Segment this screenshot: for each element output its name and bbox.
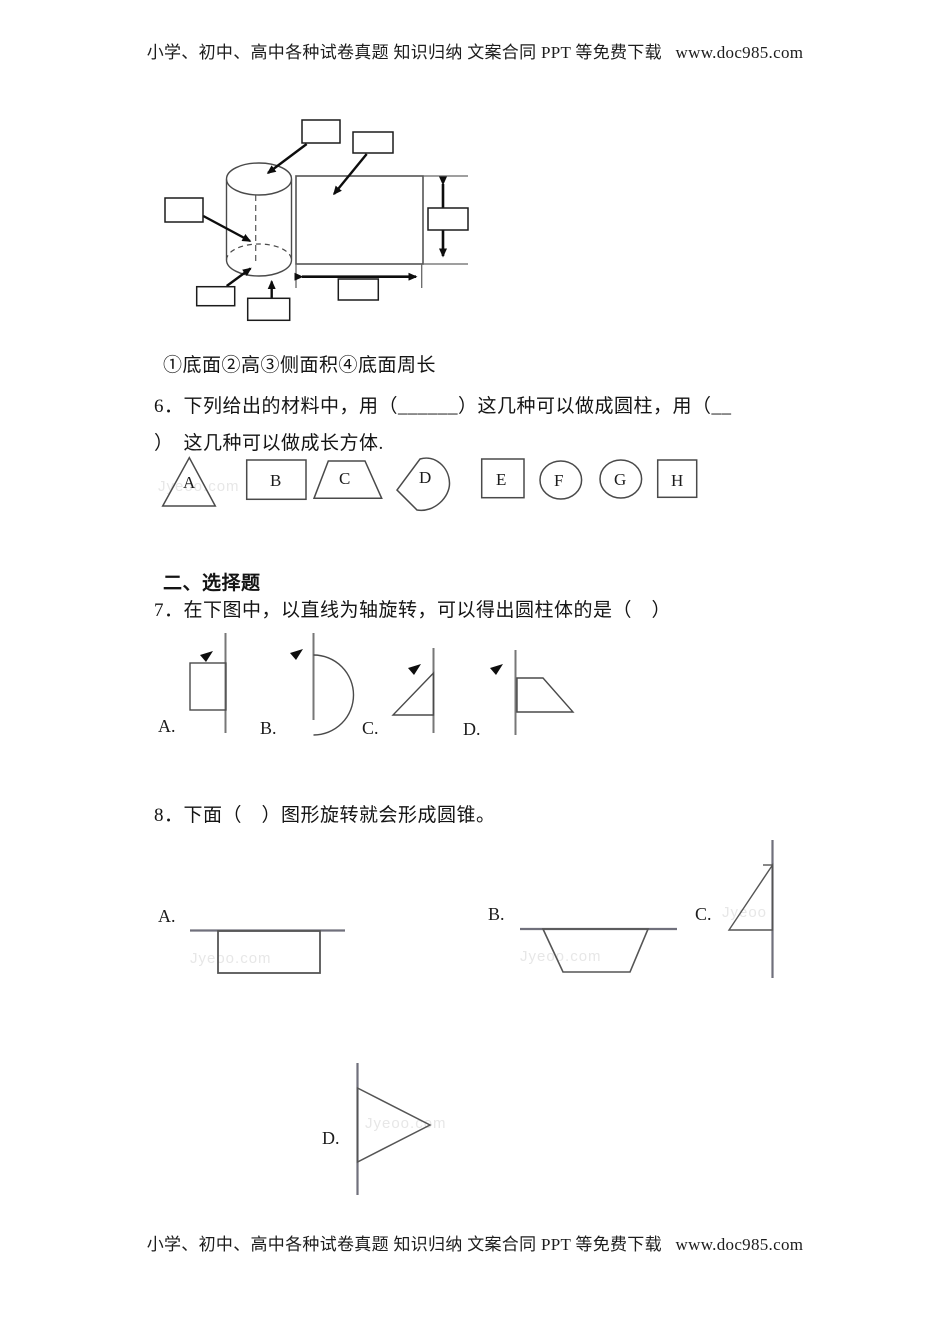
q7-option-b-label: B. bbox=[260, 718, 277, 738]
shape-label-a: A bbox=[183, 473, 196, 492]
page-header: 小学、初中、高中各种试卷真题 知识归纳 文案合同 PPT 等免费下载 www.d… bbox=[146, 43, 804, 62]
q8-options-figure-row1: A. B. C. bbox=[158, 840, 774, 978]
answer-box bbox=[195, 285, 236, 307]
shape-label-b: B bbox=[270, 471, 281, 490]
q7-options-figure: A. B. C. D. bbox=[158, 633, 575, 739]
shape-label-g: G bbox=[614, 470, 626, 489]
rotation-arrow-icon bbox=[200, 651, 213, 662]
rotation-arrow-icon bbox=[408, 664, 421, 675]
q8-option-d-label: D. bbox=[322, 1128, 340, 1148]
answer-box bbox=[301, 119, 341, 144]
answer-box bbox=[246, 297, 291, 322]
answer-boxes bbox=[164, 119, 469, 322]
pointer-arrows bbox=[202, 143, 368, 298]
q7-text: 7．在下图中，以直线为轴旋转，可以得出圆柱体的是（ ） bbox=[154, 600, 672, 621]
watermark: Jyeoo.com bbox=[158, 478, 240, 495]
q8-text: 8．下面（ ）图形旋转就会形成圆锥。 bbox=[154, 805, 496, 826]
answer-box bbox=[352, 131, 394, 154]
shape-circle-f bbox=[539, 460, 583, 500]
q7-option-b-shape bbox=[290, 633, 355, 736]
width-dimension bbox=[294, 264, 423, 288]
q8-option-b-shape bbox=[520, 927, 677, 973]
shape-label-d: D bbox=[419, 468, 431, 487]
q7-option-a-shape bbox=[189, 633, 227, 733]
shape-circle-g bbox=[599, 459, 643, 499]
shape-irregular-d bbox=[396, 457, 451, 512]
shape-trapezoid-c bbox=[312, 460, 383, 500]
q6-text-line2: ） 这几种可以做成长方体. bbox=[154, 433, 384, 454]
rotation-arrow-icon bbox=[290, 649, 303, 660]
q5-legend: ①底面②高③侧面积④底面周长 bbox=[163, 355, 437, 376]
cylinder bbox=[225, 162, 293, 277]
q7-option-d-label: D. bbox=[463, 719, 481, 739]
q8-option-d-shape bbox=[356, 1063, 432, 1195]
q6-material-shapes: A B C D E F G H bbox=[161, 456, 698, 512]
rotation-arrow-icon bbox=[490, 664, 503, 675]
q8-options-figure-row2: D. bbox=[322, 1063, 432, 1195]
shape-square-h bbox=[656, 459, 698, 499]
answer-box bbox=[164, 197, 204, 223]
shape-label-h: H bbox=[671, 471, 683, 490]
watermark: Jyeoo.com bbox=[190, 950, 272, 967]
shape-triangle-a bbox=[161, 456, 217, 507]
q7-option-c-label: C. bbox=[362, 718, 379, 738]
q8-option-a-shape bbox=[190, 929, 345, 974]
section2-title: 二、选择题 bbox=[163, 573, 261, 594]
cylinder-unfold-diagram bbox=[164, 119, 469, 322]
answer-box bbox=[427, 207, 469, 231]
q6-text-line1: 6．下列给出的材料中，用（______）这几种可以做成圆柱，用（__ bbox=[154, 396, 732, 417]
shape-label-c: C bbox=[339, 469, 350, 488]
q8-option-a-label: A. bbox=[158, 906, 176, 926]
q7-option-c-shape bbox=[391, 648, 435, 733]
q8-option-c-shape bbox=[727, 840, 774, 978]
q7-option-d-shape bbox=[490, 650, 575, 735]
shape-square-e bbox=[480, 458, 525, 499]
shape-label-e: E bbox=[496, 470, 506, 489]
shape-rectangle-b bbox=[245, 459, 307, 501]
watermark: Jyeoo.com bbox=[520, 948, 602, 965]
q8-option-b-label: B. bbox=[488, 904, 505, 924]
shape-label-f: F bbox=[554, 471, 563, 490]
page-footer: 小学、初中、高中各种试卷真题 知识归纳 文案合同 PPT 等免费下载 www.d… bbox=[146, 1235, 804, 1254]
q8-option-c-label: C. bbox=[695, 904, 712, 924]
watermark: Jyeoo bbox=[722, 904, 768, 921]
answer-box bbox=[337, 278, 380, 301]
q7-option-a-label: A. bbox=[158, 716, 176, 736]
